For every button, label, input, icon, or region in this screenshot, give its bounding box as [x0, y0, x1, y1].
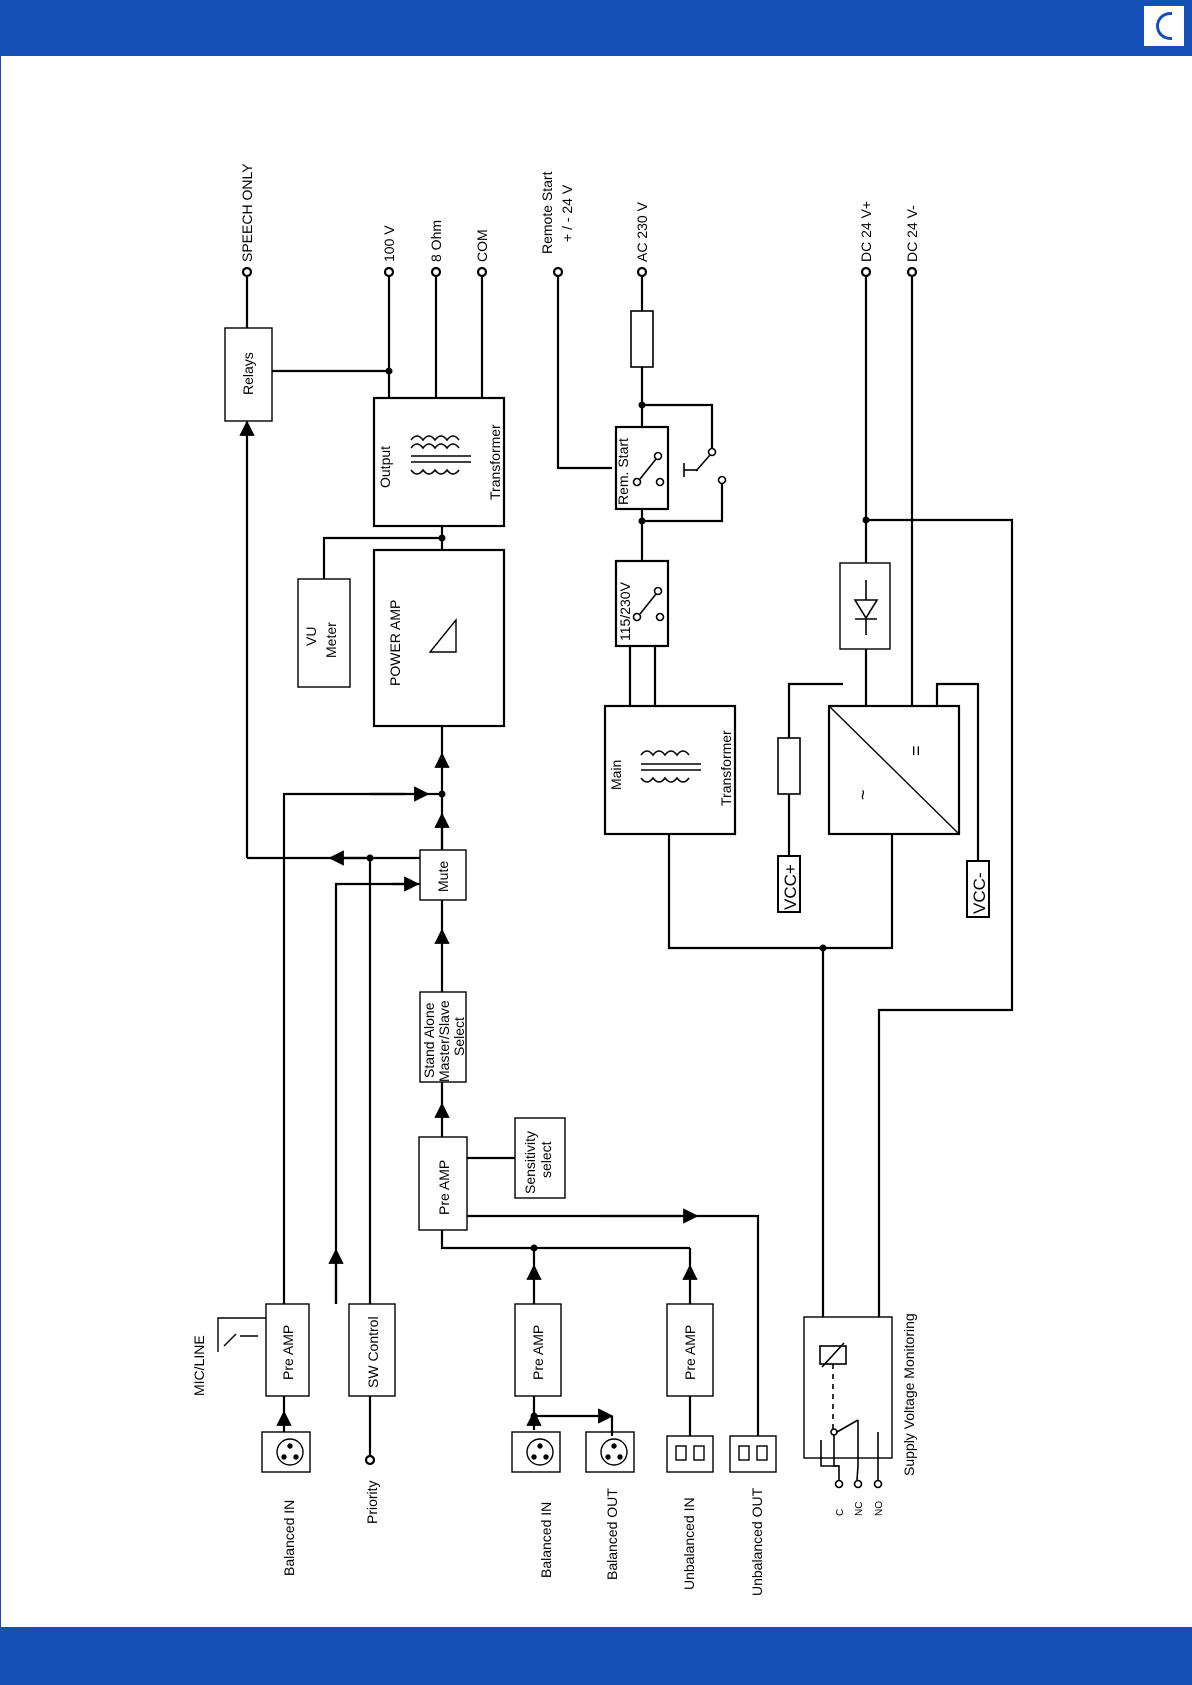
pre-amp-bal-block [514, 1303, 562, 1397]
connector-balanced-in-1 [261, 1431, 311, 1473]
label-sensitivity-2: select [538, 1141, 554, 1178]
header-bar [0, 0, 1192, 56]
label-supply-monitoring: Supply Voltage Monitoring [901, 1313, 917, 1476]
mic-line-switch-icon [217, 1317, 266, 1352]
label-sensitivity-1: Sensitivity [522, 1131, 538, 1194]
label-stand-alone-1: Stand Alone [421, 1002, 437, 1078]
label-unbalanced-out: Unbalanced OUT [749, 1487, 765, 1596]
label-voltage-select: 115/230V [617, 581, 633, 641]
terminal-8ohm [430, 266, 442, 398]
label-ac-230v: AC 230 V [634, 201, 650, 262]
label-mic-line: MIC/LINE [191, 1335, 207, 1396]
connector-unbalanced-in [666, 1435, 714, 1473]
label-output-transformer-1: Output [377, 446, 393, 488]
terminal-100v [383, 266, 395, 398]
label-mute: Mute [435, 861, 451, 892]
footer-bar [0, 1627, 1192, 1685]
label-main-transformer-2: Transformer [718, 730, 734, 806]
pre-amp-mic-block [265, 1303, 310, 1397]
terminal-dc-24v-pos [860, 266, 872, 563]
label-remote-start-1: Remote Start [539, 171, 555, 254]
label-dc-24v-pos: DC 24 V+ [858, 201, 874, 262]
label-tilde: ~ [853, 789, 873, 800]
connector-balanced-in-2 [511, 1431, 561, 1473]
terminal-speech-only [241, 266, 253, 328]
label-100v: 100 V [381, 225, 397, 262]
main-transformer-coils [640, 750, 701, 783]
label-pre-amp-mic: Pre AMP [280, 1325, 296, 1380]
label-equal: = [906, 745, 926, 756]
label-vcc-pos: VCC+ [781, 864, 800, 910]
diode-icon [853, 580, 879, 635]
label-speech-only: SPEECH ONLY [239, 163, 255, 262]
label-pre-amp-bal: Pre AMP [530, 1325, 546, 1380]
power-amp-block [372, 548, 506, 728]
label-vu-meter-2: Meter [323, 622, 339, 658]
output-transformer-coils [410, 435, 471, 475]
terminal-dc-24v-neg [906, 266, 918, 706]
connector-unbalanced-out [729, 1435, 777, 1473]
terminal-remote-start [552, 266, 612, 470]
fuse-vcc [777, 737, 801, 795]
label-balanced-in-1: Balanced IN [281, 1500, 297, 1576]
label-relay-nc: NC [854, 1502, 865, 1516]
label-rem-start: Rem. Start [615, 438, 631, 505]
terminal-ac-230v [636, 266, 648, 311]
label-relays: Relays [240, 352, 256, 395]
label-com: COM [474, 229, 490, 262]
label-balanced-out: Balanced OUT [604, 1488, 620, 1580]
supply-monitoring-block [803, 1316, 893, 1459]
monitoring-relay-icon [819, 1342, 883, 1489]
label-relay-no: NO [874, 1501, 885, 1516]
label-pre-amp-main: Pre AMP [436, 1160, 452, 1215]
terminal-com [476, 266, 488, 398]
label-balanced-in-2: Balanced IN [538, 1502, 554, 1578]
label-sw-control: SW Control [365, 1316, 381, 1388]
label-unbalanced-in: Unbalanced IN [681, 1497, 697, 1590]
label-8ohm: 8 Ohm [428, 220, 444, 262]
connector-balanced-out [585, 1431, 635, 1473]
voltage-select-switch-icon [632, 586, 665, 622]
page-edge [0, 56, 1, 1627]
brand-logo [1144, 6, 1184, 46]
dc-converter-block [827, 704, 961, 836]
label-power-amp: POWER AMP [387, 600, 403, 686]
junction-dots [366, 367, 870, 1420]
label-relay-c: C [835, 1509, 846, 1516]
label-priority: Priority [364, 1480, 380, 1524]
sw-control-block [348, 1303, 396, 1397]
label-vcc-neg: VCC- [970, 872, 989, 914]
label-dc-24v-neg: DC 24 V- [904, 205, 920, 262]
label-stand-alone-2: Master/Slave [436, 1000, 452, 1082]
rem-start-switch-icon [632, 447, 727, 487]
label-remote-start-2: + / - 24 V [559, 184, 575, 242]
label-stand-alone-3: Select [451, 1017, 467, 1056]
label-vu-meter-1: VU [303, 627, 319, 646]
label-pre-amp-unbal: Pre AMP [682, 1325, 698, 1380]
label-main-transformer-1: Main [608, 760, 624, 790]
output-transformer-block [372, 396, 506, 528]
fuse-ac [630, 310, 654, 368]
label-output-transformer-2: Transformer [487, 424, 503, 500]
